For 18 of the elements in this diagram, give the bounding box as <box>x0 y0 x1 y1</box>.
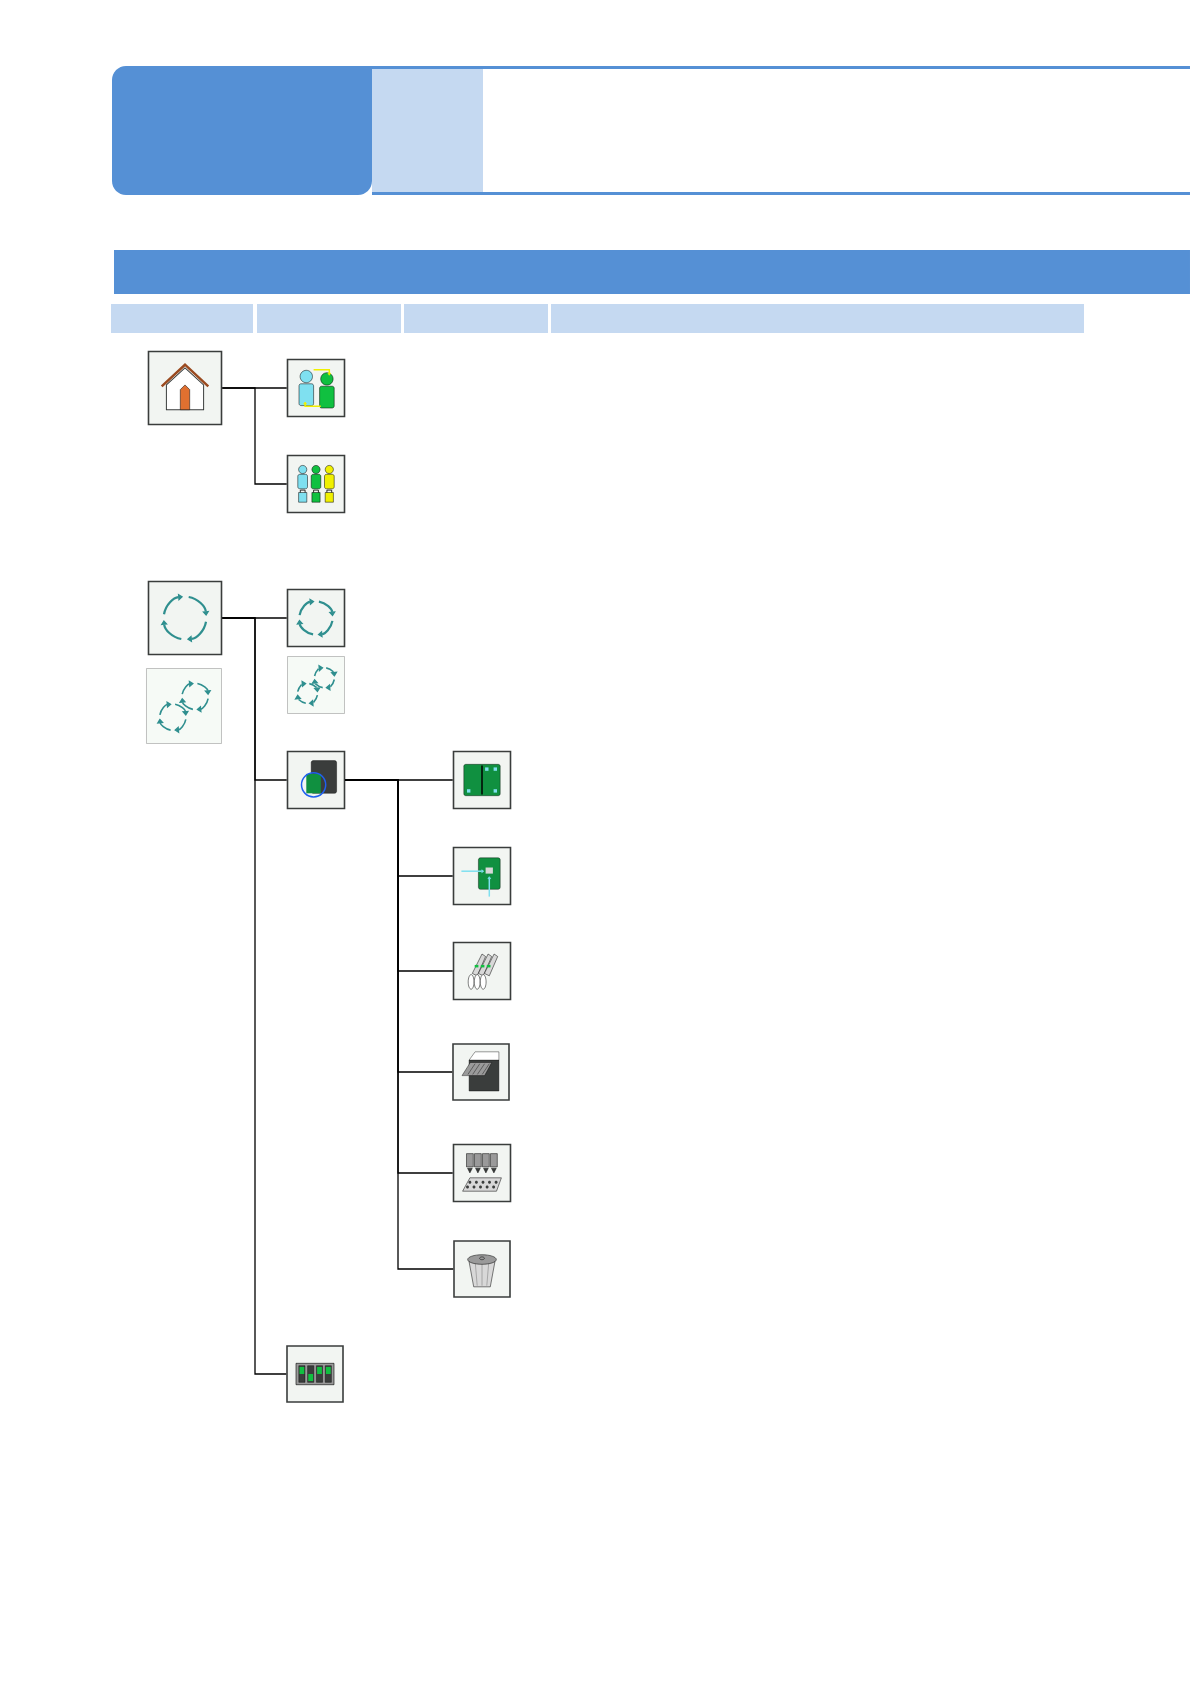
home-icon <box>147 350 223 426</box>
feeder-icon <box>452 941 512 1001</box>
connector-line <box>221 617 287 1375</box>
user-lock-icon <box>286 454 346 514</box>
trash-icon <box>453 1240 511 1298</box>
tray-icon <box>452 1043 510 1101</box>
user-swap-icon <box>286 358 346 418</box>
board-icon <box>452 750 512 810</box>
rotation-icon <box>286 588 346 648</box>
rotation-icon <box>146 668 222 744</box>
nozzle-icon <box>452 1143 512 1203</box>
rotation-icon <box>147 580 223 656</box>
rotation-icon <box>287 656 345 714</box>
board-icon <box>286 750 346 810</box>
connector-line <box>344 779 454 1270</box>
board-icon <box>452 846 512 906</box>
switch-icon <box>286 1345 344 1403</box>
connector-line <box>221 387 288 485</box>
